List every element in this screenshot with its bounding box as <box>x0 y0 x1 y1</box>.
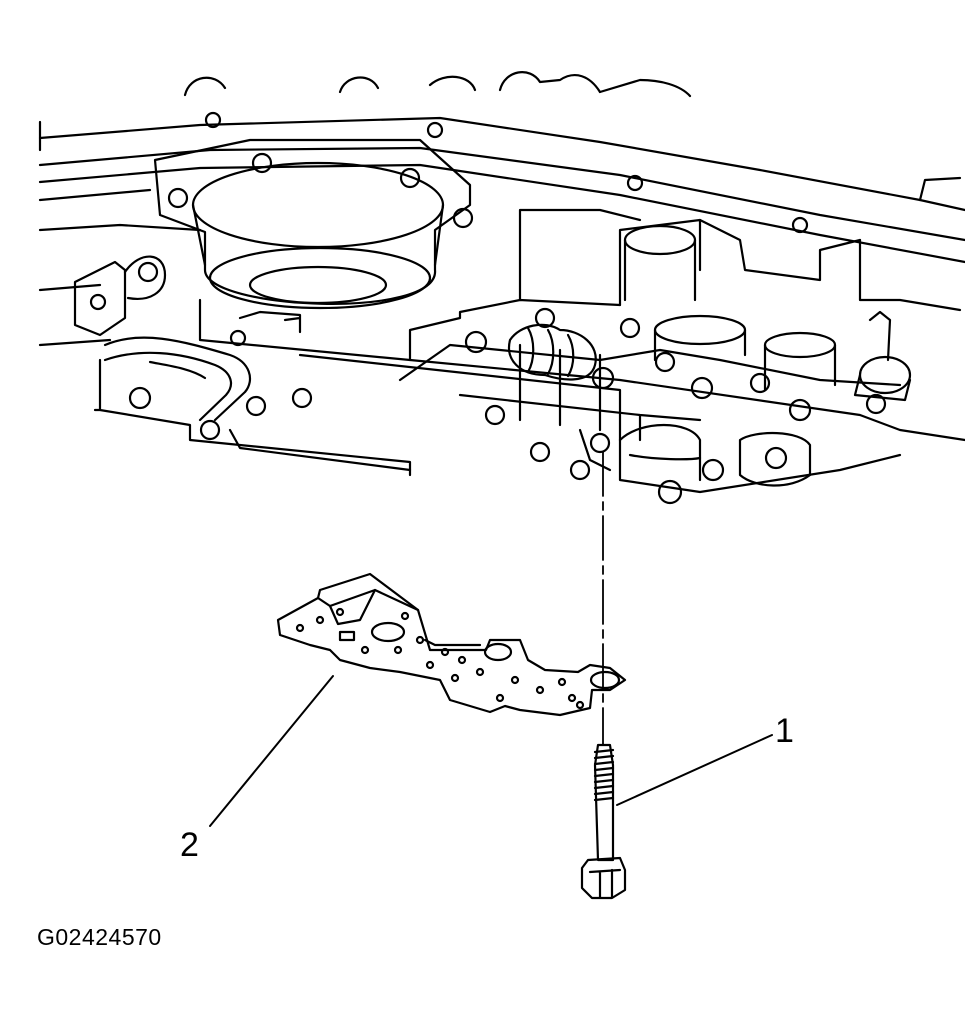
callout-label-2: 2 <box>180 826 199 864</box>
part-1-bolt <box>582 745 625 898</box>
transmission-case <box>40 72 965 503</box>
figure-id: G02424570 <box>37 924 162 950</box>
leader-line-1 <box>617 735 772 805</box>
leader-line-2 <box>210 676 333 826</box>
valve-body-bolts <box>130 113 885 503</box>
part-2-plate <box>278 574 625 715</box>
callout-label-1: 1 <box>775 712 794 750</box>
